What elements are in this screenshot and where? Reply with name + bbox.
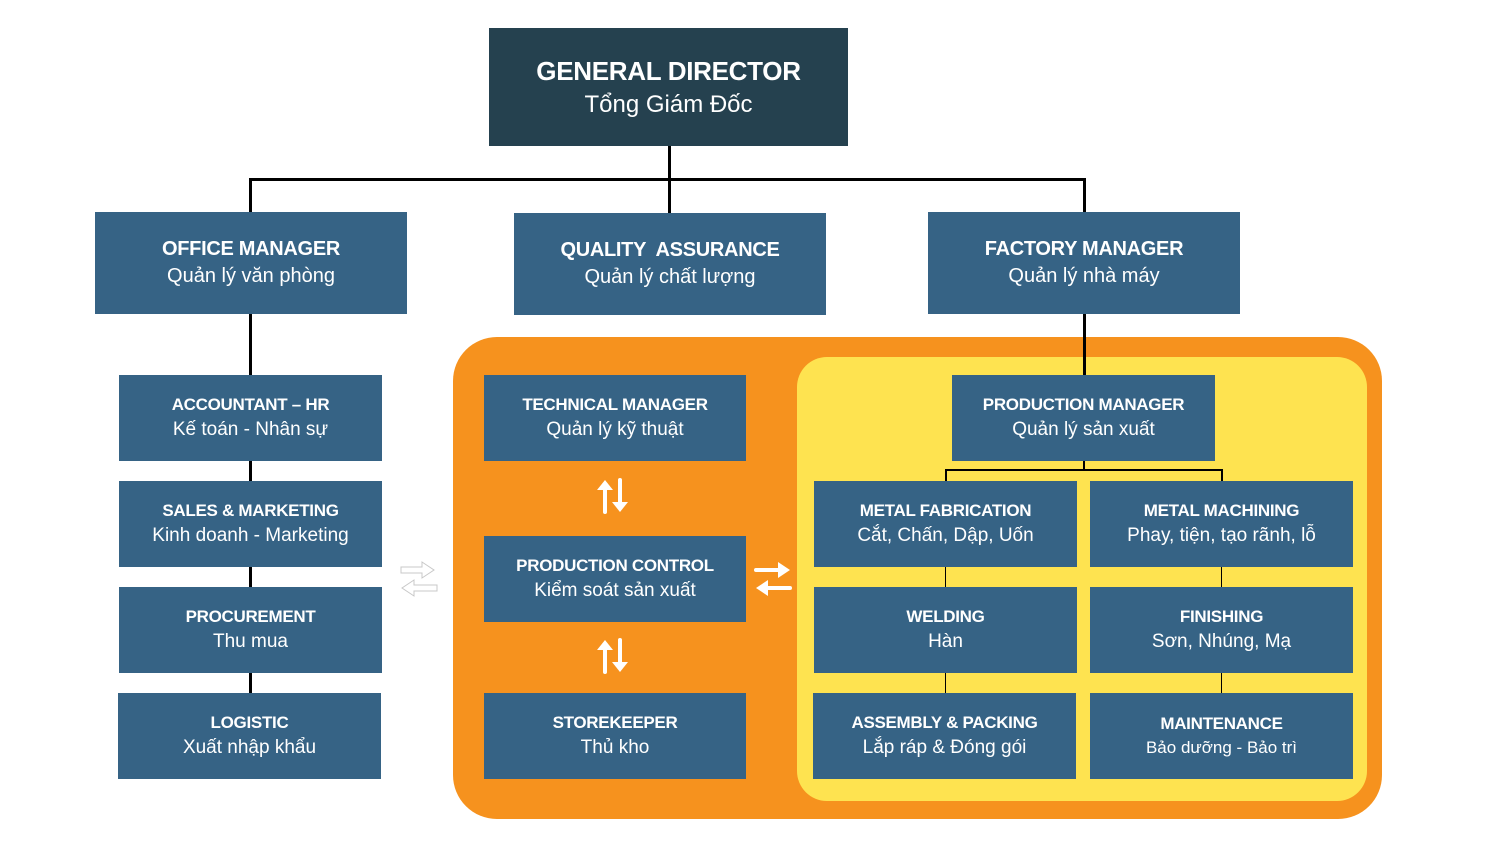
production-manager-box[interactable]: PRODUCTION MANAGER Quản lý sản xuất — [952, 375, 1215, 461]
box-title: FACTORY MANAGER — [984, 238, 1184, 260]
box-subtitle: Quản lý văn phòng — [167, 265, 335, 287]
box-subtitle: Quản lý nhà máy — [1008, 265, 1160, 287]
connector — [945, 469, 947, 482]
box-title: FINISHING — [1179, 607, 1264, 626]
box-subtitle: Lắp ráp & Đóng gói — [862, 737, 1027, 758]
connector — [1221, 469, 1223, 482]
up-down-arrows-icon — [597, 478, 628, 514]
box-subtitle: Xuất nhập khẩu — [182, 737, 317, 758]
box-subtitle: Kiểm soát sản xuất — [534, 580, 696, 601]
box-title: GENERAL DIRECTOR — [536, 55, 801, 86]
box-title: PRODUCTION MANAGER — [982, 395, 1185, 414]
box-subtitle: Thu mua — [213, 631, 288, 652]
connector — [249, 314, 252, 376]
welding-box[interactable]: WELDING Hàn — [814, 587, 1077, 673]
box-subtitle: Kế toán - Nhân sự — [172, 419, 329, 440]
production-control-box[interactable]: PRODUCTION CONTROL Kiểm soát sản xuất — [484, 536, 746, 622]
storekeeper-box[interactable]: STOREKEEPER Thủ kho — [484, 693, 746, 779]
maintenance-box[interactable]: MAINTENANCE Bảo dưỡng - Bảo trì — [1090, 693, 1353, 779]
connector — [249, 178, 252, 213]
box-title: LOGISTIC — [210, 713, 289, 732]
connector — [249, 178, 1086, 181]
box-title: METAL FABRICATION — [859, 501, 1032, 520]
box-subtitle: Bảo dưỡng - Bảo trì — [1145, 738, 1298, 757]
connector — [1221, 566, 1222, 588]
box-subtitle: Tổng Giám Đốc — [584, 90, 753, 118]
box-title: ACCOUNTANT – HR — [171, 395, 330, 414]
metal-machining-box[interactable]: METAL MACHINING Phay, tiện, tạo rãnh, lỗ — [1090, 481, 1353, 567]
connector — [668, 146, 671, 180]
accountant-hr-box[interactable]: ACCOUNTANT – HR Kế toán - Nhân sự — [119, 375, 382, 461]
left-right-arrows-icon — [754, 562, 792, 596]
box-title: OFFICE MANAGER — [161, 238, 341, 260]
finishing-box[interactable]: FINISHING Sơn, Nhúng, Mạ — [1090, 587, 1353, 673]
box-title: PROCUREMENT — [185, 607, 316, 626]
box-subtitle: Thủ kho — [580, 737, 650, 758]
connector — [1083, 314, 1086, 376]
procurement-box[interactable]: PROCUREMENT Thu mua — [119, 587, 382, 673]
quality-assurance-box[interactable]: QUALITY ASSURANCE Quản lý chất lượng — [514, 213, 826, 315]
box-title: WELDING — [906, 607, 985, 626]
connector — [1083, 460, 1085, 470]
box-title: STOREKEEPER — [552, 713, 678, 732]
connector — [945, 566, 946, 588]
box-subtitle: Quản lý sản xuất — [1012, 419, 1155, 440]
connector — [945, 469, 1223, 471]
connector — [249, 460, 252, 484]
factory-manager-box[interactable]: FACTORY MANAGER Quản lý nhà máy — [928, 212, 1240, 314]
box-title: MAINTENANCE — [1160, 714, 1283, 733]
connector — [668, 178, 671, 214]
box-title: TECHNICAL MANAGER — [522, 395, 708, 414]
technical-manager-box[interactable]: TECHNICAL MANAGER Quản lý kỹ thuật — [484, 375, 746, 461]
connector — [945, 672, 946, 694]
box-title: PRODUCTION CONTROL — [516, 556, 714, 575]
exchange-arrows-outline-icon — [400, 561, 438, 597]
connector — [249, 672, 252, 696]
logistic-box[interactable]: LOGISTIC Xuất nhập khẩu — [118, 693, 381, 779]
general-director-box[interactable]: GENERAL DIRECTOR Tổng Giám Đốc — [489, 28, 848, 146]
box-subtitle: Kinh doanh - Marketing — [152, 525, 349, 546]
box-subtitle: Cắt, Chấn, Dập, Uốn — [857, 525, 1034, 546]
box-title: ASSEMBLY & PACKING — [851, 713, 1038, 732]
sales-marketing-box[interactable]: SALES & MARKETING Kinh doanh - Marketing — [119, 481, 382, 567]
box-subtitle: Quản lý chất lượng — [584, 266, 756, 288]
connector — [1083, 178, 1086, 213]
connector — [1221, 672, 1222, 694]
box-subtitle: Quản lý kỹ thuật — [546, 419, 684, 440]
metal-fabrication-box[interactable]: METAL FABRICATION Cắt, Chấn, Dập, Uốn — [814, 481, 1077, 567]
box-subtitle: Hàn — [928, 631, 963, 652]
up-down-arrows-icon — [597, 638, 628, 674]
box-subtitle: Sơn, Nhúng, Mạ — [1151, 631, 1292, 652]
box-title: QUALITY ASSURANCE — [560, 239, 780, 261]
box-title: METAL MACHINING — [1143, 501, 1300, 520]
assembly-packing-box[interactable]: ASSEMBLY & PACKING Lắp ráp & Đóng gói — [813, 693, 1076, 779]
office-manager-box[interactable]: OFFICE MANAGER Quản lý văn phòng — [95, 212, 407, 314]
box-title: SALES & MARKETING — [162, 501, 339, 520]
box-subtitle: Phay, tiện, tạo rãnh, lỗ — [1127, 525, 1316, 546]
connector — [249, 566, 252, 590]
